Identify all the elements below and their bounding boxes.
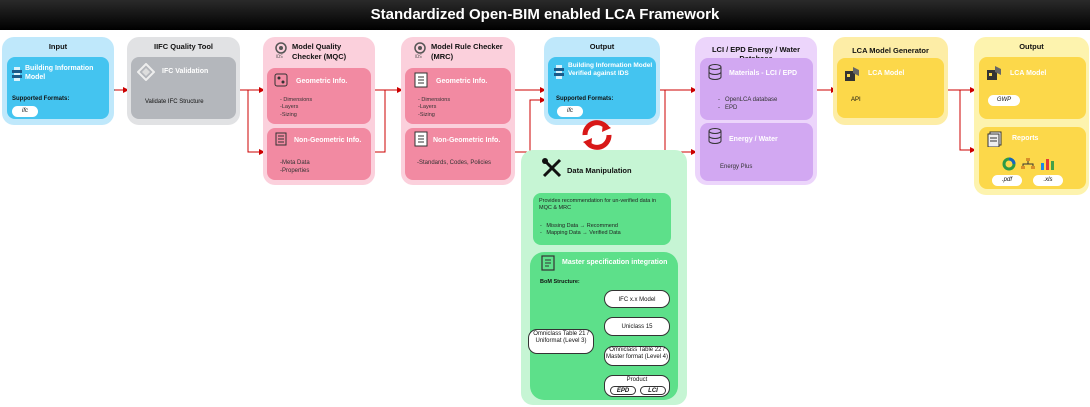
materials-title: Materials - LCI / EPD <box>729 70 798 77</box>
ifc-validation-title: IFC Validation <box>162 68 209 75</box>
ifc-logo-icon <box>136 62 156 86</box>
mrc-geo-list: - Dimensions -Layers -Sizing <box>418 97 450 119</box>
master-spec-title: Master specification integration <box>562 259 668 266</box>
list-item: Energy Plus <box>720 164 753 170</box>
recommendation-list: - Missing Data → Recommend - Mapping Dat… <box>540 223 621 238</box>
epd-pill: EPD <box>610 386 636 395</box>
energy-list: Energy Plus <box>720 163 752 171</box>
bom-label: BoM Structure: <box>540 279 580 285</box>
list-item: - Dimensions <box>418 97 451 103</box>
database-icon <box>708 64 722 85</box>
list-item: - EPD <box>718 105 738 112</box>
mqc-geo-title: Geometric Info. <box>296 78 348 85</box>
list-item: -Meta Data <box>280 160 310 166</box>
node-omniclass-21: Omniclass Table 21 / Uniformat (Level 3) <box>528 329 594 354</box>
input-format-pill: ifc <box>12 106 38 117</box>
materials-list: - OpenLCA database - EPD <box>718 96 777 112</box>
recommendation-card <box>533 193 671 245</box>
mrc-nongeo-title: Non-Geometric Info. <box>433 137 501 144</box>
node-omniclass-22: Omniclass Table 22 / Master format (Leve… <box>604 346 670 366</box>
tools-icon <box>541 157 563 184</box>
sync-icon <box>577 118 617 157</box>
list-item: - Mapping Data → Verified Data <box>540 230 621 237</box>
svg-text:IDS: IDS <box>415 54 422 59</box>
product-label: Product <box>626 377 648 383</box>
xls-pill: .xls <box>1033 175 1063 186</box>
gwp-pill: GWP <box>988 95 1020 106</box>
output1-format-pill: ifc <box>557 106 583 117</box>
output1-card-title: Building Information Model Verified agai… <box>568 62 653 78</box>
bar-chart-icon <box>1040 157 1056 176</box>
output1-formats-label: Supported Formats: <box>556 96 614 102</box>
bim-icon <box>11 66 23 87</box>
mqc-logo-icon: IDS <box>274 41 288 64</box>
list-item: -Properties <box>280 168 310 175</box>
mqc-geometric-card <box>267 68 371 124</box>
ifc-quality-title: IIFC Quality Tool <box>153 42 214 51</box>
checklist-icon <box>414 72 428 93</box>
list-item: - Missing Data → Recommend <box>540 223 618 229</box>
geometry-icon <box>274 73 288 92</box>
list-item: -Sizing <box>418 111 435 118</box>
output2-panel-title: Output <box>1019 42 1044 51</box>
lca-model-title: LCA Model <box>868 70 905 77</box>
database-icon <box>708 128 722 149</box>
mrc-panel-title: Model Rule Checker (MRC) <box>431 42 503 61</box>
list-item: -Layers <box>418 104 437 111</box>
lca-model-icon <box>844 66 860 87</box>
hierarchy-icon <box>1020 157 1036 176</box>
list-item: - Dimensions <box>280 97 313 103</box>
document-icon <box>541 255 555 276</box>
lca-model-desc: API <box>851 97 861 103</box>
list-item: - OpenLCA database <box>718 97 778 103</box>
lca-generator-title: LCA Model Generator <box>852 46 929 55</box>
checklist-icon <box>414 131 428 152</box>
mqc-geo-list: - Dimensions -Layers -Sizing <box>280 97 312 119</box>
lca-model-icon <box>986 65 1002 86</box>
mqc-nongeo-list: -Meta Data -Properties <box>280 159 310 175</box>
list-item: -Sizing <box>280 111 297 118</box>
mqc-panel-title: Model Quality Checker (MQC) <box>292 42 347 61</box>
nongeometry-icon <box>274 132 288 151</box>
data-manipulation-title: Data Manipulation <box>567 166 632 175</box>
donut-chart-icon <box>1002 157 1016 176</box>
list-item: -Layers <box>280 104 299 111</box>
materials-card <box>700 58 813 120</box>
output1-panel-title: Output <box>589 42 615 51</box>
mrc-geo-title: Geometric Info. <box>436 78 488 85</box>
node-ifc-model: IFC x.x Model <box>604 290 670 308</box>
reports-title: Reports <box>1012 135 1039 142</box>
mrc-nongeo-list: -Standards, Codes, Policies <box>417 159 491 167</box>
reports-icon <box>987 131 1003 152</box>
svg-text:IDS: IDS <box>276 54 283 59</box>
bim-icon <box>553 64 565 85</box>
input-card-title: Building Information Model <box>25 65 94 81</box>
energy-title: Energy / Water <box>729 136 778 143</box>
page-title: Standardized Open-BIM enabled LCA Framew… <box>0 0 1090 30</box>
output-lca-title: LCA Model <box>1010 70 1047 77</box>
pdf-pill: .pdf <box>992 175 1022 186</box>
mqc-nongeometric-card <box>267 128 371 180</box>
node-uniclass: Uniclass 15 <box>604 317 670 336</box>
list-item: -Standards, Codes, Policies <box>417 160 492 166</box>
recommendation-text: Provides recommendation for un-verified … <box>539 198 657 212</box>
lci-pill: LCI <box>640 386 666 395</box>
ifc-validation-desc: Validate IFC Structure <box>145 99 204 105</box>
mrc-logo-icon: IDS <box>413 41 427 64</box>
input-formats-label: Supported Formats: <box>12 96 70 102</box>
mqc-nongeo-title: Non-Geometric Info. <box>294 137 362 144</box>
input-panel-title: Input <box>48 42 68 51</box>
